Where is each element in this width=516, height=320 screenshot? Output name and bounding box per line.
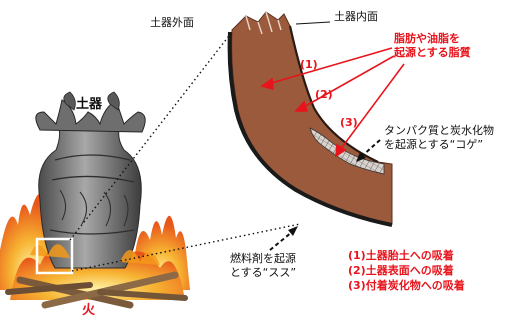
koge-label-line2: を起源とする“コゲ” [384, 138, 494, 152]
soot-label-line2: とする“スス” [230, 266, 296, 280]
soot-label-line1: 燃料剤を起源 [230, 252, 296, 266]
koge-label: タンパク質と炭水化物 を起源とする“コゲ” [384, 124, 494, 152]
legend-item-1: (1)土器胎土への吸着 [348, 248, 465, 263]
soot-arrow [270, 226, 298, 250]
pottery-label: 土器 [76, 93, 102, 112]
legend: (1)土器胎土への吸着 (2)土器表面への吸着 (3)付着炭化物への吸着 [348, 248, 465, 293]
legend-item-3: (3)付着炭化物への吸着 [348, 278, 465, 293]
lipid-label-line1: 脂肪や油脂を [394, 32, 504, 46]
inner-surface-leader [296, 22, 330, 24]
fire-label: 火 [82, 299, 95, 318]
legend-item-2: (2)土器表面への吸着 [348, 263, 465, 278]
lipid-label: 脂肪や油脂を 起源とする脂質 [394, 32, 504, 60]
marker-3: (3) [340, 116, 358, 130]
outer-surface-label: 土器外面 [150, 16, 194, 30]
soot-label: 燃料剤を起源 とする“スス” [230, 252, 296, 280]
marker-2: (2) [315, 88, 333, 102]
wall-cross-section [230, 12, 392, 225]
pottery-vessel-image [36, 92, 145, 268]
koge-label-line1: タンパク質と炭水化物 [384, 124, 494, 138]
lipid-label-line2: 起源とする脂質 [394, 46, 504, 60]
inner-surface-label: 土器内面 [334, 10, 378, 24]
marker-1: (1) [300, 58, 318, 72]
